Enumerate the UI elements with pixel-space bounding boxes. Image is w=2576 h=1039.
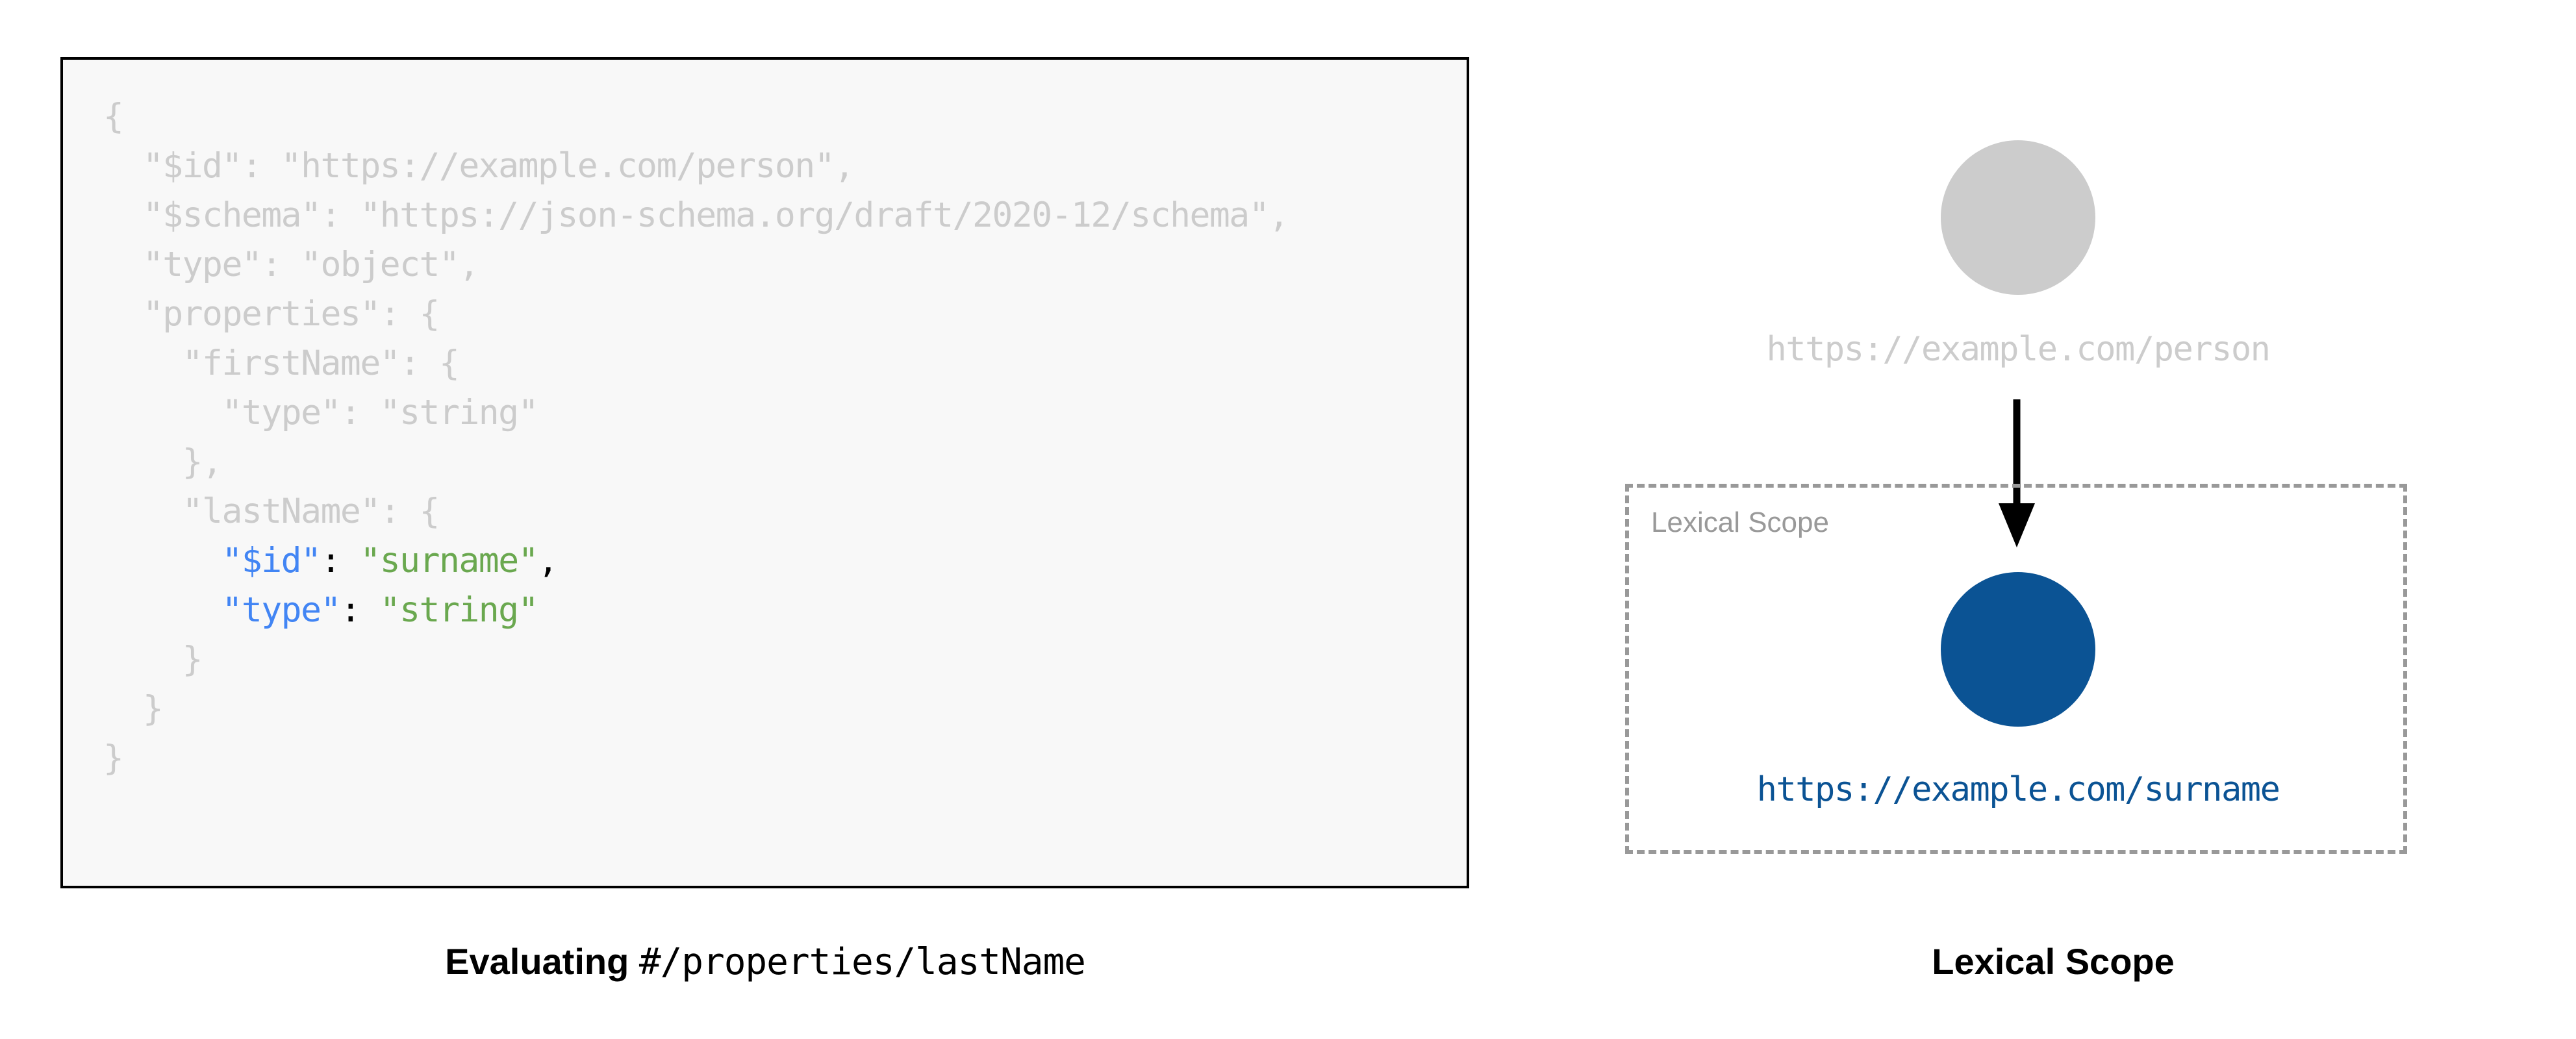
code-line: "$id": "surname", xyxy=(103,536,1289,586)
lexical-scope-box-label: Lexical Scope xyxy=(1651,507,1829,538)
scoped-schema-node-circle xyxy=(1941,572,2095,727)
code-line: } xyxy=(103,689,164,729)
code-token-key: "type" xyxy=(221,590,341,630)
code-line: } xyxy=(103,738,124,778)
code-line: "properties": { xyxy=(103,294,440,334)
left-caption-pointer: #/properties/lastName xyxy=(638,941,1086,983)
scoped-schema-node-label: https://example.com/surname xyxy=(1756,770,2280,809)
code-token-string: "surname" xyxy=(360,541,538,581)
lexical-scope-boundary-box xyxy=(1625,484,2407,854)
right-caption: Lexical Scope xyxy=(1530,940,2576,983)
code-listing: { "$id": "https://example.com/person", "… xyxy=(103,92,1289,783)
root-schema-node-label: https://example.com/person xyxy=(1766,330,2271,369)
right-caption-bold: Lexical Scope xyxy=(1932,941,2175,982)
code-token-string: "string" xyxy=(379,590,539,630)
code-line: "type": "string" xyxy=(103,393,538,432)
left-caption: Evaluating #/properties/lastName xyxy=(0,940,1530,983)
code-line: "firstName": { xyxy=(103,344,460,383)
code-token-key: "$id" xyxy=(221,541,322,581)
code-token-punct: : xyxy=(320,541,360,581)
code-token-punct: : xyxy=(340,590,380,630)
code-line: "lastName": { xyxy=(103,492,440,531)
downward-arrow-icon xyxy=(1999,399,2035,547)
code-panel: { "$id": "https://example.com/person", "… xyxy=(60,57,1469,888)
code-line: { xyxy=(103,97,124,136)
code-token-punct: , xyxy=(538,541,559,581)
code-line: "$schema": "https://json-schema.org/draf… xyxy=(103,195,1289,235)
code-line: "type": "string" xyxy=(103,586,1289,635)
root-schema-node-circle xyxy=(1941,140,2095,295)
code-line: "$id": "https://example.com/person", xyxy=(103,146,855,186)
code-line: } xyxy=(103,640,203,679)
code-line: "type": "object", xyxy=(103,245,479,284)
code-line: }, xyxy=(103,442,223,482)
left-caption-bold: Evaluating xyxy=(445,941,639,982)
